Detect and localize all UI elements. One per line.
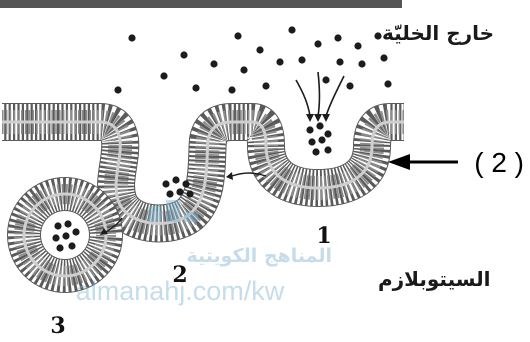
label-cytoplasm: السيتوبلازم [378, 267, 490, 291]
top-bar [0, 0, 402, 8]
pit-particles [306, 122, 331, 155]
extracellular-particles [114, 26, 391, 93]
callout-label: ( 2 ) [474, 147, 524, 178]
label-stage-1: 1 [316, 223, 331, 249]
label-stage-2: 2 [172, 262, 187, 288]
watermark-text: المناهج الكويتية [186, 245, 332, 267]
watermark-logo [148, 206, 162, 222]
callout-arrow-head [388, 154, 410, 170]
label-outside-cell: خارج الخليّة [382, 21, 494, 45]
inflow-arrows [296, 72, 344, 122]
label-stage-3: 3 [50, 313, 65, 339]
callout: ( 2 ) [388, 147, 524, 178]
